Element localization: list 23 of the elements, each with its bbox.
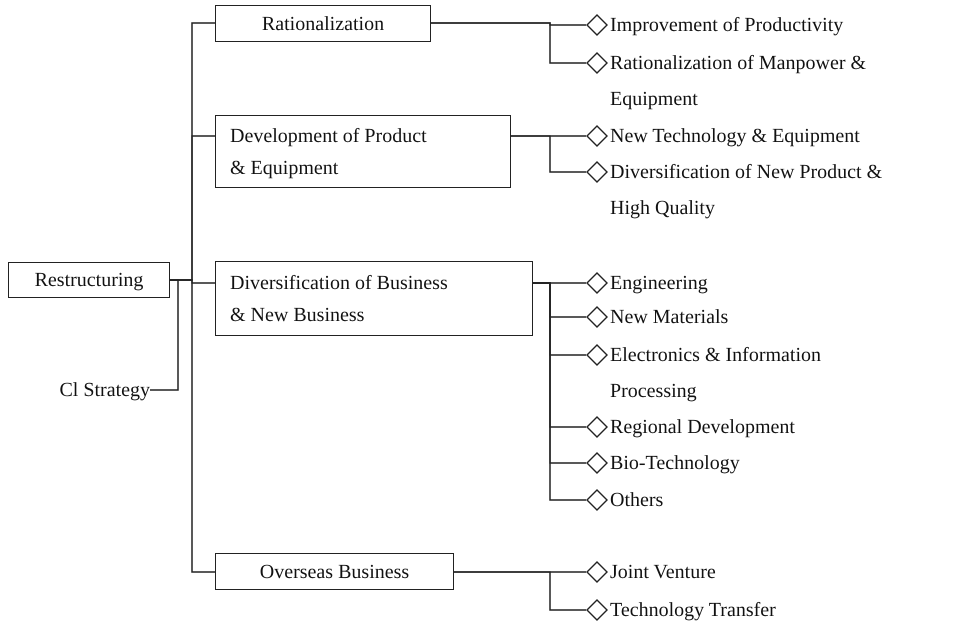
item-text: Technology Transfer [610,598,776,623]
item-text: Bio-Technology [610,451,740,476]
category-box: Diversification of Business & New Business [215,261,533,336]
category-box: Overseas Business [215,553,454,590]
strategy-label: Cl Strategy [14,376,150,404]
category-box: Restructuring [8,262,170,298]
item-text: Improvement of Productivity [610,13,844,38]
item-text: Diversification of New Product & High Quality [610,160,884,221]
item-text: Joint Venture [610,560,716,585]
item-text: Rationalization of Manpower & Equipment [610,51,868,112]
item-text: Electronics & Information Processing [610,343,822,404]
category-box: Rationalization [215,5,431,42]
connector-line [150,279,179,391]
connector-line [511,135,586,173]
connector-line [431,22,586,64]
connector-line [533,282,586,501]
item-text: Regional Development [610,415,795,440]
item-text: New Materials [610,305,728,330]
category-box: Development of Product & Equipment [215,115,511,188]
item-text: Engineering [610,271,708,296]
item-text: New Technology & Equipment [610,124,860,149]
item-text: Others [610,488,664,513]
connector-line [454,571,586,611]
